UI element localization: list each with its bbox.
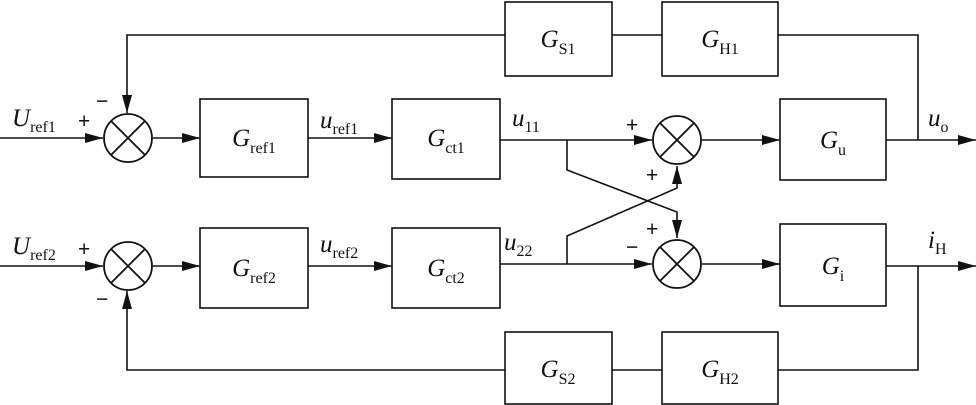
signal-label-u11: u11 bbox=[512, 105, 540, 136]
signal-label-uref1-input: Uref1 bbox=[12, 105, 56, 136]
arrow-fb-into-sum1 bbox=[122, 95, 132, 113]
svg-text:GH1: GH1 bbox=[701, 26, 739, 58]
svg-text:GS1: GS1 bbox=[541, 26, 576, 58]
arrow-into-sum1 bbox=[85, 133, 103, 143]
block-gi: Gi bbox=[779, 223, 887, 307]
summing-junction-1 bbox=[103, 113, 153, 163]
block-gu: Gu bbox=[779, 98, 887, 181]
svg-text:GH2: GH2 bbox=[701, 356, 739, 388]
sign-sum2-input: + bbox=[78, 238, 90, 261]
block-gh2: GH2 bbox=[661, 331, 779, 405]
sign-sum2-feedback: − bbox=[96, 288, 108, 311]
block-gs2: GS2 bbox=[504, 331, 613, 405]
sign-sum3-main: + bbox=[626, 114, 638, 137]
block-gh1: GH1 bbox=[661, 1, 779, 77]
block-gct1: Gct1 bbox=[391, 98, 501, 180]
sign-sum4-cross: + bbox=[646, 218, 658, 241]
signal-label-uref1: uref1 bbox=[320, 107, 358, 138]
arrow-into-gi bbox=[762, 259, 780, 269]
arrow-into-sum4 bbox=[634, 259, 652, 269]
block-gs1: GS1 bbox=[504, 1, 613, 77]
summing-junction-4 bbox=[652, 239, 702, 289]
block-gref1: Gref1 bbox=[199, 98, 309, 178]
svg-text:Gref2: Gref2 bbox=[232, 255, 276, 287]
arrowheads bbox=[85, 95, 976, 309]
svg-text:Gct2: Gct2 bbox=[427, 255, 465, 287]
svg-text:Gref1: Gref1 bbox=[232, 125, 276, 157]
arrow-into-sum3 bbox=[634, 135, 652, 145]
arrow-output-iH bbox=[958, 261, 976, 271]
block-gct2: Gct2 bbox=[391, 227, 501, 309]
arrow-into-gref2 bbox=[182, 261, 200, 271]
svg-text:Gu: Gu bbox=[820, 127, 846, 159]
signal-label-uref2: uref2 bbox=[320, 231, 358, 262]
sign-sum1-input: + bbox=[78, 110, 90, 133]
sign-sum3-cross: + bbox=[646, 164, 658, 187]
arrow-into-sum2 bbox=[85, 261, 103, 271]
wire-feedback-bottom bbox=[778, 266, 919, 371]
arrow-cross-into-sum4 bbox=[672, 220, 682, 238]
sign-sum1-feedback: − bbox=[96, 90, 108, 113]
signal-label-iH: iH bbox=[928, 227, 947, 258]
sign-sum4-main: − bbox=[626, 236, 638, 259]
arrow-cross-into-sum3 bbox=[672, 166, 682, 184]
summing-junction-3 bbox=[652, 115, 702, 165]
block-gref2: Gref2 bbox=[199, 227, 309, 309]
svg-text:GS2: GS2 bbox=[541, 356, 576, 388]
svg-text:Gct1: Gct1 bbox=[427, 125, 465, 157]
arrow-fb-into-sum2 bbox=[122, 291, 132, 309]
wire-feedback-top bbox=[778, 34, 919, 140]
signal-label-uref2-input: Uref2 bbox=[12, 233, 56, 264]
summing-junction-2 bbox=[103, 241, 153, 291]
svg-text:Gi: Gi bbox=[822, 253, 845, 285]
wire-gs1-sum1 bbox=[126, 34, 505, 113]
signal-label-u22: u22 bbox=[504, 229, 533, 260]
signal-label-uo: uo bbox=[928, 105, 949, 136]
arrow-into-gu bbox=[762, 135, 780, 145]
wires bbox=[0, 34, 976, 371]
arrow-output-uo bbox=[958, 135, 976, 145]
arrow-into-gct1 bbox=[374, 133, 392, 143]
arrow-into-gref1 bbox=[182, 133, 200, 143]
arrow-into-gct2 bbox=[374, 261, 392, 271]
wire-gs2-sum2 bbox=[126, 291, 505, 371]
